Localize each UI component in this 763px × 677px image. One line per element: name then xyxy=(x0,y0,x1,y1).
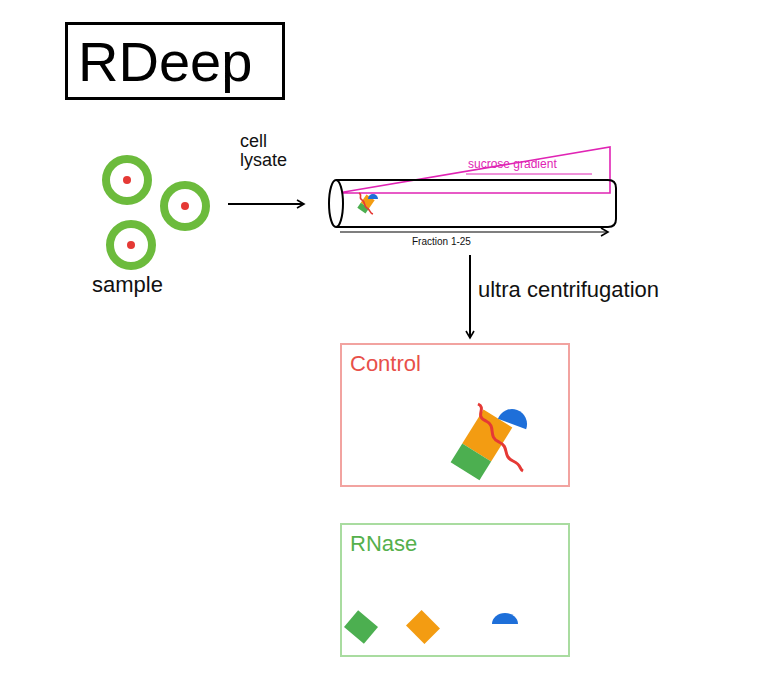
gradient-wedge xyxy=(338,147,610,193)
annotation-label: ultra centrifugation xyxy=(478,277,659,303)
panel-heading: RNase xyxy=(342,525,425,563)
annotation-label: sucrose gradient xyxy=(468,157,557,171)
annotation-label: sample xyxy=(92,272,163,298)
rnp-complex xyxy=(451,404,532,480)
annotation-label: Fraction 1-25 xyxy=(412,236,471,247)
tube-complex xyxy=(357,193,378,214)
free-proteins xyxy=(344,610,518,644)
tube-end xyxy=(329,180,343,227)
cell xyxy=(164,185,206,227)
panel-heading: Control xyxy=(342,345,429,383)
cell xyxy=(110,224,152,266)
title-box: RDeep xyxy=(65,22,285,100)
lysate-arrow xyxy=(228,203,304,205)
annotation-label: cell lysate xyxy=(240,132,302,170)
gradient-underline xyxy=(466,174,592,175)
tube xyxy=(336,180,616,227)
cell xyxy=(106,159,148,201)
result-panel: RNase xyxy=(340,523,570,657)
fraction-arrow xyxy=(340,231,608,232)
centrifugation-arrow xyxy=(469,255,471,338)
result-panel: Control xyxy=(340,343,570,487)
